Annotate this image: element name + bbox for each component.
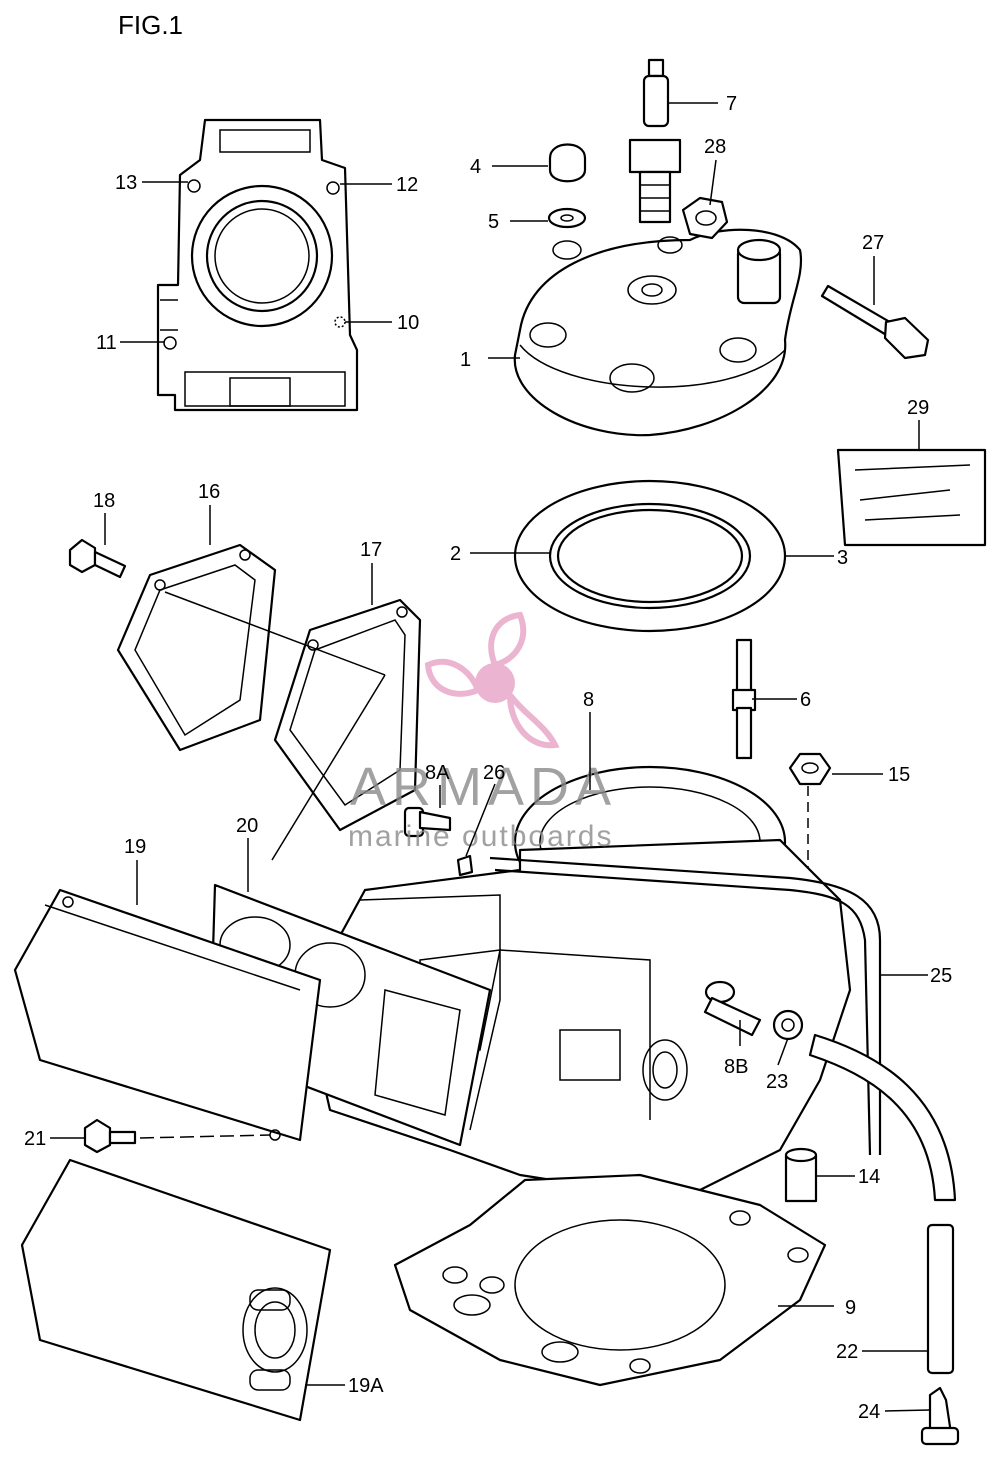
- callout-10: 10: [397, 312, 419, 334]
- cylinder-top-view: [156, 118, 359, 412]
- bolt-27: [820, 284, 930, 360]
- callout-labels: 1 2 3 4 5 6 7 8 8A 8B 9 10 11 12 13 14 1…: [24, 93, 952, 1423]
- cylinder-head: [513, 228, 803, 437]
- base-gasket: [393, 1173, 827, 1387]
- callout-7: 7: [726, 93, 737, 115]
- spark-plug: [628, 58, 682, 224]
- clamp-23: [772, 1009, 804, 1041]
- cover-19a: [20, 1158, 332, 1422]
- callout-16: 16: [198, 481, 220, 503]
- exhaust-cover-16: [116, 543, 277, 752]
- collar-14: [784, 1147, 818, 1203]
- callout-23: 23: [766, 1071, 788, 1093]
- hose-25: [489, 856, 882, 1156]
- watermark-logo: [424, 611, 560, 749]
- callout-8b: 8B: [724, 1056, 748, 1078]
- callout-6: 6: [800, 689, 811, 711]
- callout-27: 27: [862, 232, 884, 254]
- callout-20: 20: [236, 815, 258, 837]
- callout-8: 8: [583, 689, 594, 711]
- callout-15: 15: [888, 764, 910, 786]
- callout-5: 5: [488, 211, 499, 233]
- callout-4: 4: [470, 156, 481, 178]
- callout-8a: 8A: [425, 762, 450, 784]
- watermark-brand: ARMADA: [350, 757, 617, 817]
- figure-title: FIG.1: [118, 10, 183, 40]
- callout-19a: 19A: [348, 1375, 384, 1397]
- callout-22: 22: [836, 1341, 858, 1363]
- callout-18: 18: [93, 490, 115, 512]
- watermark-tagline: marine outboards: [348, 820, 613, 853]
- callout-17: 17: [360, 539, 382, 561]
- hose-22: [808, 1033, 957, 1375]
- callout-14: 14: [858, 1166, 880, 1188]
- head-gasket-rings: [513, 479, 787, 633]
- gasket-17: [164, 591, 422, 861]
- clip-26: [456, 854, 474, 877]
- stud-bolt: [731, 638, 757, 760]
- cover-19: [13, 888, 322, 1142]
- callout-2: 2: [450, 543, 461, 565]
- callout-24: 24: [858, 1401, 880, 1423]
- plug-24: [920, 1386, 960, 1446]
- callout-29: 29: [907, 397, 929, 419]
- fitting-8a: [403, 806, 452, 838]
- bolt-18: [68, 538, 127, 579]
- callout-21: 21: [24, 1128, 46, 1150]
- cap-nut: [548, 143, 587, 183]
- leader-lines: [50, 102, 931, 1412]
- fitting-8b: [703, 980, 762, 1037]
- callout-13: 13: [115, 172, 137, 194]
- callout-1: 1: [460, 349, 471, 371]
- callout-9: 9: [845, 1297, 856, 1319]
- callout-25: 25: [930, 965, 952, 987]
- bolt-21: [83, 1118, 271, 1154]
- callout-26: 26: [483, 762, 505, 784]
- callout-12: 12: [396, 174, 418, 196]
- label-sticker: [836, 448, 987, 547]
- flange-nut-28: [681, 196, 729, 240]
- callout-3: 3: [837, 547, 848, 569]
- callout-11: 11: [96, 332, 117, 354]
- washer: [547, 207, 587, 229]
- callout-19: 19: [124, 836, 146, 858]
- callout-28: 28: [704, 136, 726, 158]
